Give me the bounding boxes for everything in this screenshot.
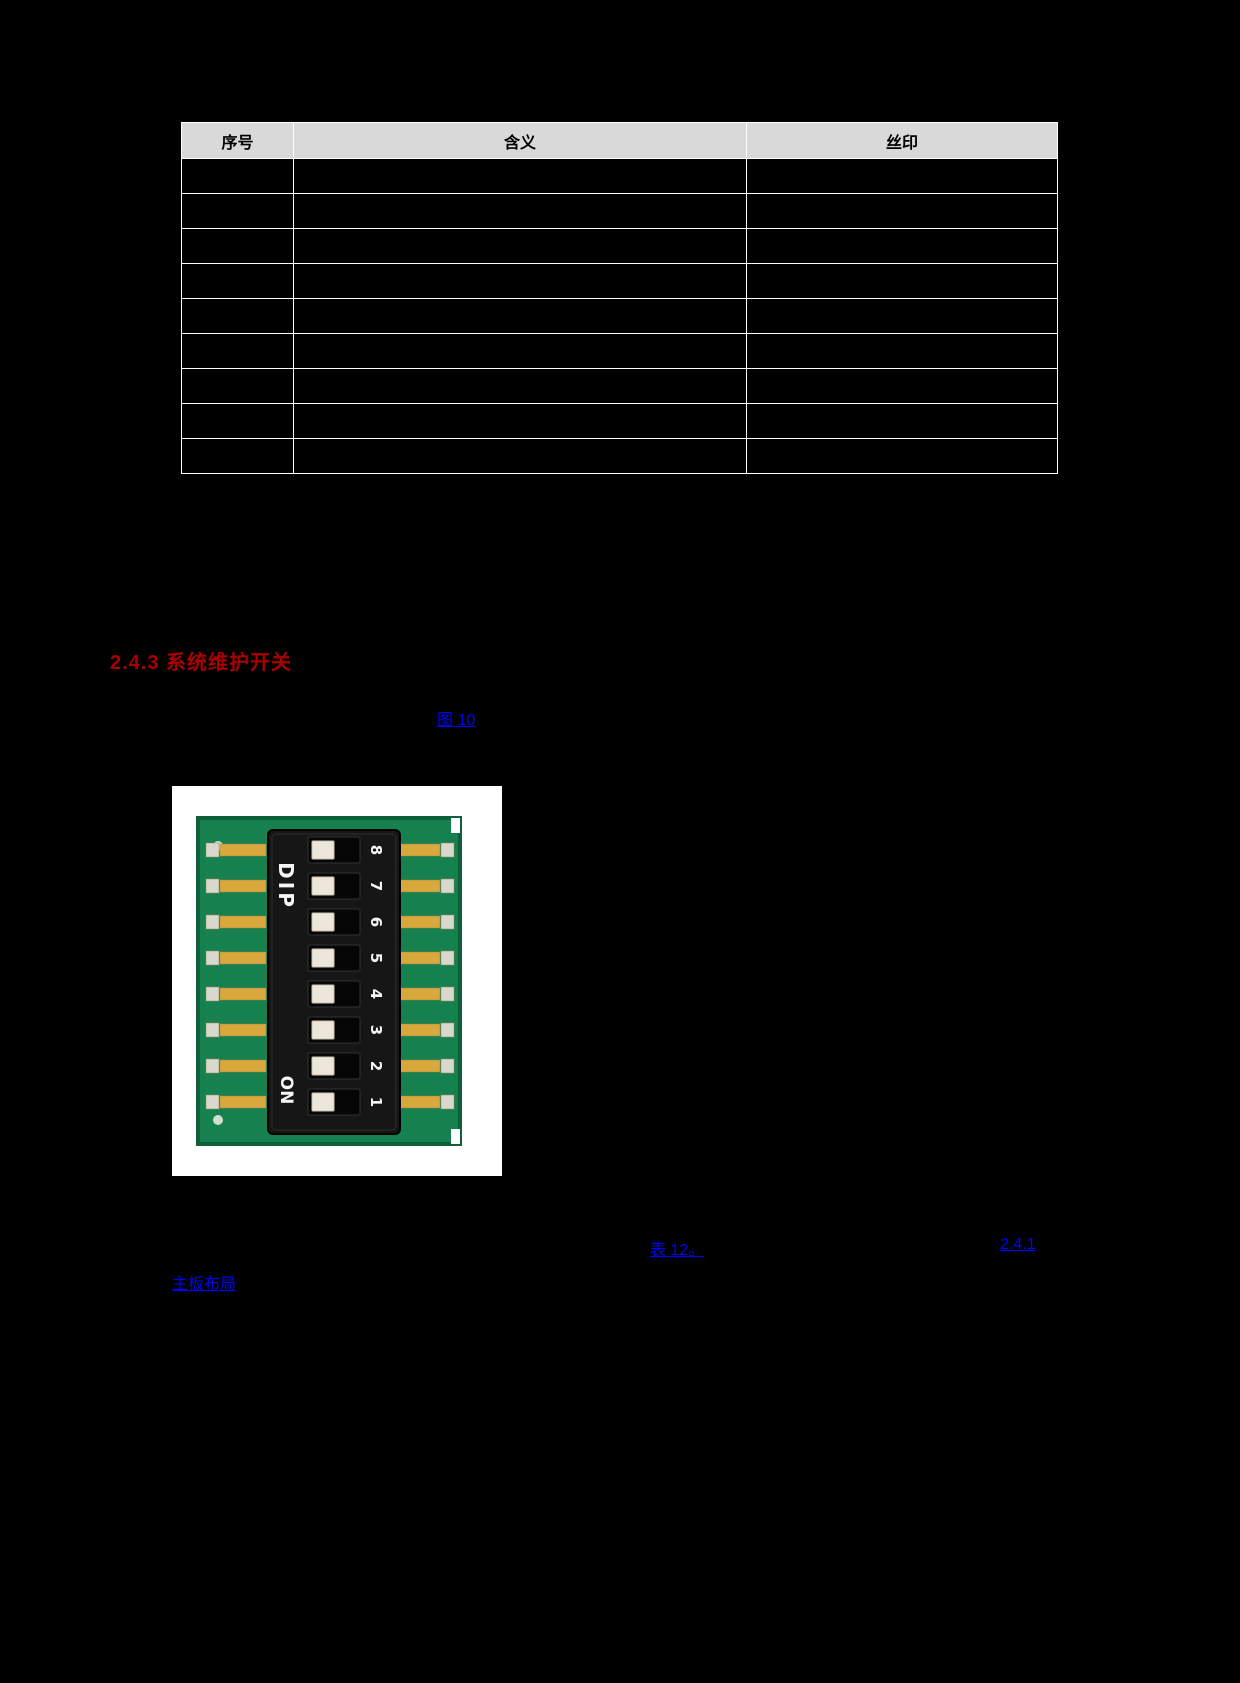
on-label: ON [276,1076,296,1105]
table-cell [746,228,1058,264]
dip-slots [307,836,361,1116]
board-layout-link[interactable]: 主板布局 [172,1276,237,1293]
table-cell [746,263,1058,299]
table-cell [293,333,747,369]
pin-rows [205,842,455,1110]
spec-table: 序号 含义 丝印 [181,122,1058,474]
dip-rocker [311,840,335,860]
dip-slot [307,944,361,972]
table-cell [746,298,1058,334]
table-cell [181,193,294,229]
pin-row [205,914,455,930]
dip-number-3: 3 [367,1025,385,1035]
table-row [181,298,1058,334]
table-cell [181,263,294,299]
col-header-silkscreen: 丝印 [746,122,1058,159]
table-cell [181,438,294,474]
table-row [181,403,1058,439]
dip-rocker [311,912,335,932]
table-row [181,158,1058,194]
table-row [181,333,1058,369]
section-heading: 2.4.3 系统维护开关 [110,652,293,674]
table-cell [746,193,1058,229]
dip-rocker [311,948,335,968]
dip-number-8: 8 [367,845,385,855]
figure-10-link[interactable]: 图 10 [437,712,476,729]
dip-rocker [311,1092,335,1112]
dip-number-4: 4 [367,989,385,999]
via-hole [213,1115,223,1125]
dip-slot [307,1016,361,1044]
pcb-notch [451,1129,460,1144]
table-row [181,438,1058,474]
table-cell [293,298,747,334]
table-cell [293,403,747,439]
col-header-meaning: 含义 [293,122,747,159]
dip-rocker [311,876,335,896]
dip-number-2: 2 [367,1061,385,1071]
table-cell [293,158,747,194]
pin-row [205,878,455,894]
pin-row [205,1058,455,1074]
dip-switch-photo: DIP ON 8 7 6 5 4 3 2 1 [172,786,502,1176]
table-cell [293,263,747,299]
table-cell [181,403,294,439]
table-cell [293,438,747,474]
dip-number-6: 6 [367,917,385,927]
dip-switch-bevel [271,833,397,1131]
table-cell [293,368,747,404]
table-header-row: 序号 含义 丝印 [181,122,1058,159]
table-cell [293,193,747,229]
col-header-index: 序号 [181,122,294,159]
dip-rocker [311,1020,335,1040]
dip-number-5: 5 [367,953,385,963]
section-2-4-1-link[interactable]: 2.4.1 [1000,1236,1036,1253]
dip-slot [307,1088,361,1116]
dip-switch-illustration: DIP ON 8 7 6 5 4 3 2 1 [172,786,502,1176]
table-cell [746,438,1058,474]
dip-number-7: 7 [367,881,385,891]
dip-rocker [311,1056,335,1076]
pcb-notch [451,818,460,833]
table-cell [181,158,294,194]
pin-row [205,986,455,1002]
dip-rocker [311,984,335,1004]
dip-slot [307,872,361,900]
pin-row [205,950,455,966]
table-cell [181,333,294,369]
table-row [181,228,1058,264]
table-row [181,368,1058,404]
table-cell [181,228,294,264]
table-cell [746,368,1058,404]
dip-label: DIP [274,862,298,910]
spec-table-container: 序号 含义 丝印 [181,122,1058,474]
table-cell [746,403,1058,439]
dip-number-1: 1 [367,1097,385,1107]
table-cell [181,298,294,334]
pin-row [205,1094,455,1110]
table-cell [746,158,1058,194]
dip-slot [307,836,361,864]
pcb-edge [196,816,462,1146]
pin-row [205,842,455,858]
table-12-link[interactable]: 表 12。 [650,1242,705,1259]
table-cell [746,333,1058,369]
dip-slot [307,908,361,936]
dip-slot [307,1052,361,1080]
dip-slot [307,980,361,1008]
table-row [181,263,1058,299]
table-cell [293,228,747,264]
table-cell [181,368,294,404]
table-row [181,193,1058,229]
